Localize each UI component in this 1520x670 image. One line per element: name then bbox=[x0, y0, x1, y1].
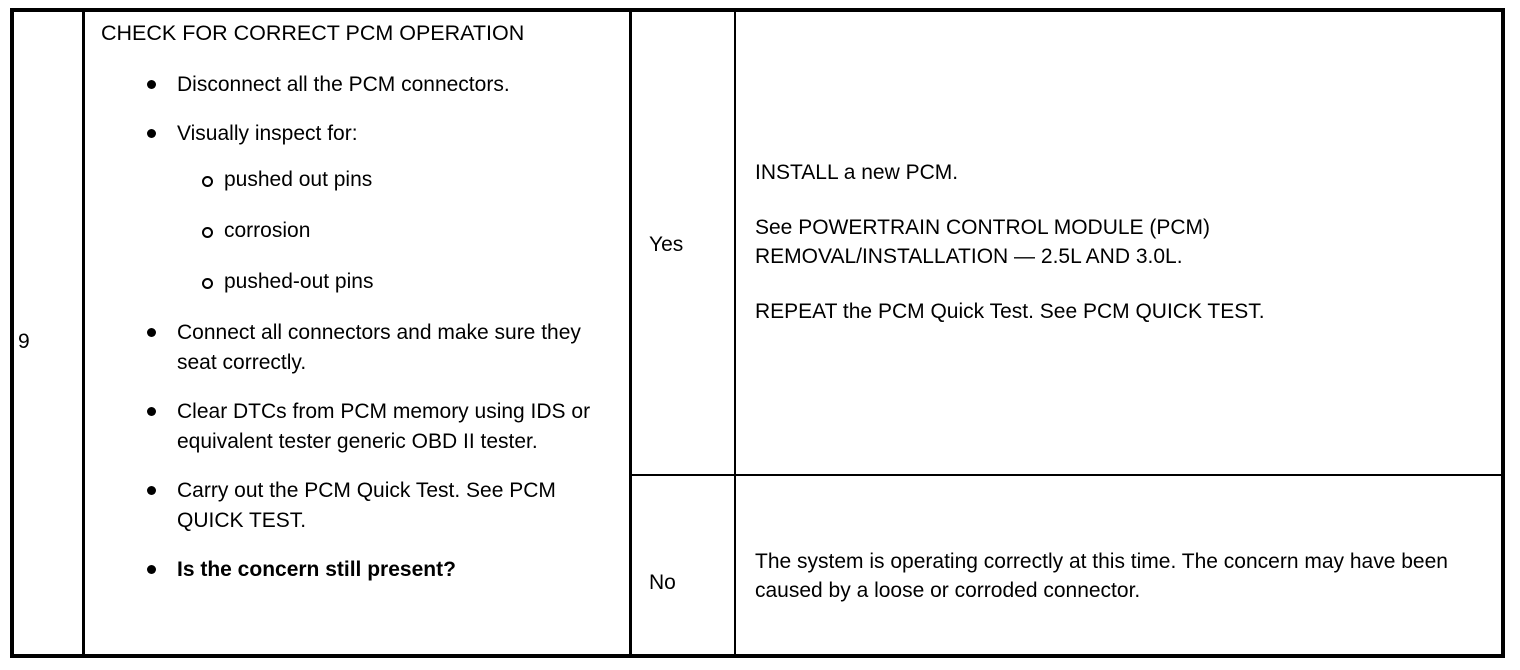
result-line: The system is operating correctly at thi… bbox=[755, 550, 1448, 602]
result-line: See POWERTRAIN CONTROL MODULE (PCM) bbox=[755, 216, 1211, 239]
hollow-circle-icon bbox=[202, 278, 213, 289]
column-divider-answer bbox=[629, 12, 632, 654]
bullet-text: Visually inspect for: bbox=[177, 122, 358, 145]
hollow-circle-icon bbox=[202, 176, 213, 187]
bullet-item: Disconnect all the PCM connectors. bbox=[85, 70, 629, 100]
sub-bullet-text: pushed out pins bbox=[224, 168, 373, 191]
diagnostic-step-table: 9 CHECK FOR CORRECT PCM OPERATION Discon… bbox=[10, 8, 1505, 658]
row-divider-yes-no bbox=[629, 474, 1501, 476]
column-divider-result bbox=[734, 12, 736, 654]
sub-bullet-text: pushed-out pins bbox=[224, 270, 374, 293]
result-line: INSTALL a new PCM. bbox=[755, 161, 959, 184]
action-bullet-list: Disconnect all the PCM connectors. Visua… bbox=[85, 70, 629, 585]
step-number: 9 bbox=[18, 330, 30, 353]
answer-cell-yes: Yes bbox=[632, 12, 735, 474]
bullet-item: Connect all connectors and make sure the… bbox=[85, 318, 629, 378]
step-number-cell: 9 bbox=[14, 12, 82, 654]
bullet-item: Clear DTCs from PCM memory using IDS or … bbox=[85, 397, 629, 457]
result-body-yes: INSTALL a new PCM. See POWERTRAIN CONTRO… bbox=[755, 158, 1485, 326]
sub-bullet-item: pushed-out pins bbox=[177, 269, 629, 295]
bullet-dot-icon bbox=[147, 80, 156, 89]
result-line: REPEAT the PCM Quick Test. See PCM QUICK… bbox=[755, 300, 1265, 323]
sub-bullet-text: corrosion bbox=[224, 219, 311, 242]
bullet-text: Disconnect all the PCM connectors. bbox=[177, 73, 510, 96]
bullet-item: Visually inspect for: pushed out pins co… bbox=[85, 119, 629, 299]
answer-cell-no: No bbox=[632, 476, 735, 662]
result-line: REMOVAL/INSTALLATION — 2.5L AND 3.0L. bbox=[755, 245, 1183, 268]
result-paragraph: The system is operating correctly at thi… bbox=[755, 547, 1485, 605]
bullet-item: Is the concern still present? bbox=[85, 555, 629, 585]
bullet-text: Connect all connectors and make sure the… bbox=[177, 321, 581, 374]
column-divider-step bbox=[82, 12, 85, 654]
result-body-no: The system is operating correctly at thi… bbox=[755, 547, 1485, 605]
answer-label-no: No bbox=[649, 571, 676, 594]
result-cell-no: The system is operating correctly at thi… bbox=[736, 476, 1501, 662]
sub-bullet-list: pushed out pins corrosion pushed-out pin… bbox=[177, 167, 629, 295]
answer-label-yes: Yes bbox=[649, 233, 684, 256]
action-cell: CHECK FOR CORRECT PCM OPERATION Disconne… bbox=[85, 12, 629, 654]
bullet-text: Clear DTCs from PCM memory using IDS or … bbox=[177, 400, 591, 453]
bullet-text: Is the concern still present? bbox=[177, 558, 456, 581]
result-cell-yes: INSTALL a new PCM. See POWERTRAIN CONTRO… bbox=[736, 12, 1501, 474]
bullet-dot-icon bbox=[147, 407, 156, 416]
result-paragraph: REPEAT the PCM Quick Test. See PCM QUICK… bbox=[755, 297, 1485, 326]
bullet-dot-icon bbox=[147, 328, 156, 337]
result-paragraph: See POWERTRAIN CONTROL MODULE (PCM) REMO… bbox=[755, 213, 1485, 271]
bullet-dot-icon bbox=[147, 486, 156, 495]
table-grid: 9 CHECK FOR CORRECT PCM OPERATION Discon… bbox=[14, 12, 1501, 654]
bullet-dot-icon bbox=[147, 565, 156, 574]
action-title: CHECK FOR CORRECT PCM OPERATION bbox=[101, 21, 525, 45]
bullet-item: Carry out the PCM Quick Test. See PCM QU… bbox=[85, 476, 629, 536]
bullet-text: Carry out the PCM Quick Test. See PCM QU… bbox=[177, 479, 556, 532]
sub-bullet-item: corrosion bbox=[177, 218, 629, 244]
bullet-dot-icon bbox=[147, 129, 156, 138]
sub-bullet-item: pushed out pins bbox=[177, 167, 629, 193]
hollow-circle-icon bbox=[202, 227, 213, 238]
result-paragraph: INSTALL a new PCM. bbox=[755, 158, 1485, 187]
